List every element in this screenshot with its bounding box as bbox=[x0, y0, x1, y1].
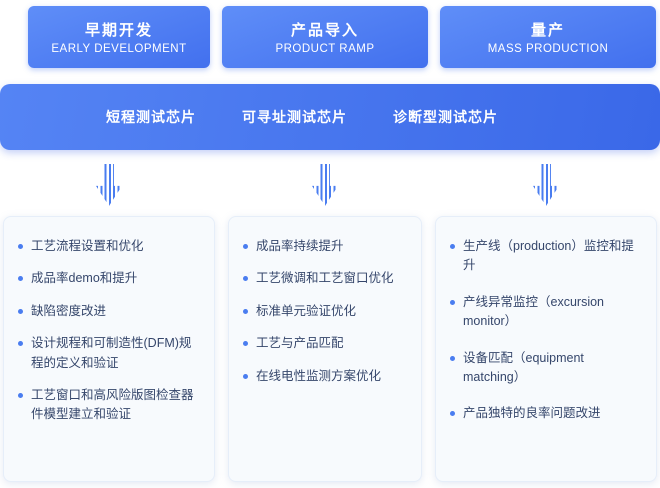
bullet-dot-icon bbox=[450, 411, 455, 417]
list-item: 在线电性监测方案优化 bbox=[243, 367, 409, 386]
bullet-dot-icon bbox=[18, 308, 23, 314]
list-item: 设备匹配（equipment matching） bbox=[450, 349, 644, 388]
bullet-text: 标准单元验证优化 bbox=[256, 303, 357, 318]
stage-title-en: MASS PRODUCTION bbox=[487, 43, 609, 55]
bullet-dot-icon bbox=[243, 373, 248, 379]
arrow-cell bbox=[228, 164, 422, 206]
panel-early-development: 工艺流程设置和优化 成品率demo和提升 缺陷密度改进 设计规程和可制造性(DF… bbox=[3, 216, 215, 482]
test-chip-band: 短程测试芯片 可寻址测试芯片 诊断型测试芯片 bbox=[0, 84, 660, 150]
bullet-dot-icon bbox=[18, 244, 23, 249]
list-item: 工艺流程设置和优化 bbox=[18, 237, 202, 256]
list-item: 产品独特的良率问题改进 bbox=[450, 404, 644, 423]
stage-title-zh: 量产 bbox=[530, 22, 565, 39]
test-chip-label-short-loop: 短程测试芯片 bbox=[106, 109, 196, 125]
list-item: 设计规程和可制造性(DFM)规程的定义和验证 bbox=[18, 334, 202, 373]
bullet-list: 成品率持续提升 工艺微调和工艺窗口优化 标准单元验证优化 工艺与产品匹配 在线电… bbox=[243, 237, 409, 386]
stage-title-zh: 产品导入 bbox=[290, 22, 359, 39]
bullet-text: 设备匹配（equipment matching） bbox=[463, 350, 584, 384]
down-arrow-icon bbox=[533, 164, 559, 206]
stage-box-product-ramp: 产品导入 PRODUCT RAMP bbox=[222, 6, 428, 68]
bullet-dot-icon bbox=[450, 244, 455, 249]
stage-box-early-development: 早期开发 EARLY DEVELOPMENT bbox=[28, 6, 210, 68]
bullet-text: 缺陷密度改进 bbox=[31, 303, 107, 318]
bullet-text: 成品率demo和提升 bbox=[31, 271, 138, 286]
bullet-text: 设计规程和可制造性(DFM)规程的定义和验证 bbox=[31, 336, 192, 370]
bullet-dot-icon bbox=[243, 341, 248, 347]
list-item: 成品率demo和提升 bbox=[18, 269, 202, 288]
arrow-row bbox=[0, 150, 660, 216]
bullet-dot-icon bbox=[18, 341, 23, 347]
bullet-dot-icon bbox=[243, 276, 248, 282]
bullet-text: 成品率持续提升 bbox=[256, 239, 344, 253]
bullet-text: 产品独特的良率问题改进 bbox=[463, 406, 601, 421]
stage-title-zh: 早期开发 bbox=[84, 22, 153, 39]
down-arrow-icon bbox=[312, 164, 338, 206]
stage-box-mass-production: 量产 MASS PRODUCTION bbox=[440, 6, 656, 68]
down-arrow-icon bbox=[96, 164, 122, 206]
panel-row: 工艺流程设置和优化 成品率demo和提升 缺陷密度改进 设计规程和可制造性(DF… bbox=[0, 216, 660, 488]
list-item: 标准单元验证优化 bbox=[243, 302, 409, 321]
bullet-list: 生产线（production）监控和提升 产线异常监控（excursion mo… bbox=[450, 237, 644, 424]
stage-header-row: 早期开发 EARLY DEVELOPMENT 产品导入 PRODUCT RAMP… bbox=[28, 6, 660, 68]
arrow-cell bbox=[3, 164, 215, 206]
list-item: 工艺与产品匹配 bbox=[243, 334, 409, 353]
bullet-text: 工艺窗口和高风险版图检查器件模型建立和验证 bbox=[31, 387, 194, 422]
bullet-text: 在线电性监测方案优化 bbox=[256, 368, 382, 383]
bullet-text: 工艺流程设置和优化 bbox=[31, 239, 144, 253]
list-item: 产线异常监控（excursion monitor） bbox=[450, 293, 644, 332]
list-item: 缺陷密度改进 bbox=[18, 302, 202, 321]
stage-title-en: PRODUCT RAMP bbox=[275, 43, 375, 55]
stage-title-en: EARLY DEVELOPMENT bbox=[51, 43, 187, 55]
panel-product-ramp: 成品率持续提升 工艺微调和工艺窗口优化 标准单元验证优化 工艺与产品匹配 在线电… bbox=[228, 216, 422, 482]
list-item: 成品率持续提升 bbox=[243, 237, 409, 256]
bullet-list: 工艺流程设置和优化 成品率demo和提升 缺陷密度改进 设计规程和可制造性(DF… bbox=[18, 237, 202, 425]
panel-mass-production: 生产线（production）监控和提升 产线异常监控（excursion mo… bbox=[435, 216, 657, 482]
test-chip-label-diagnostic: 诊断型测试芯片 bbox=[393, 109, 498, 125]
bullet-text: 工艺微调和工艺窗口优化 bbox=[256, 271, 394, 286]
bullet-dot-icon bbox=[243, 244, 248, 249]
bullet-text: 产线异常监控（excursion monitor） bbox=[463, 294, 604, 329]
test-chip-label-addressable: 可寻址测试芯片 bbox=[242, 109, 347, 125]
list-item: 工艺窗口和高风险版图检查器件模型建立和验证 bbox=[18, 386, 202, 425]
bullet-text: 生产线（production）监控和提升 bbox=[463, 239, 634, 273]
list-item: 生产线（production）监控和提升 bbox=[450, 237, 644, 276]
bullet-dot-icon bbox=[243, 308, 248, 314]
bullet-text: 工艺与产品匹配 bbox=[256, 336, 344, 351]
bullet-dot-icon bbox=[18, 392, 23, 398]
bullet-dot-icon bbox=[450, 299, 455, 305]
bullet-dot-icon bbox=[18, 276, 23, 282]
list-item: 工艺微调和工艺窗口优化 bbox=[243, 269, 409, 288]
arrow-cell bbox=[435, 164, 657, 206]
bullet-dot-icon bbox=[450, 355, 455, 361]
